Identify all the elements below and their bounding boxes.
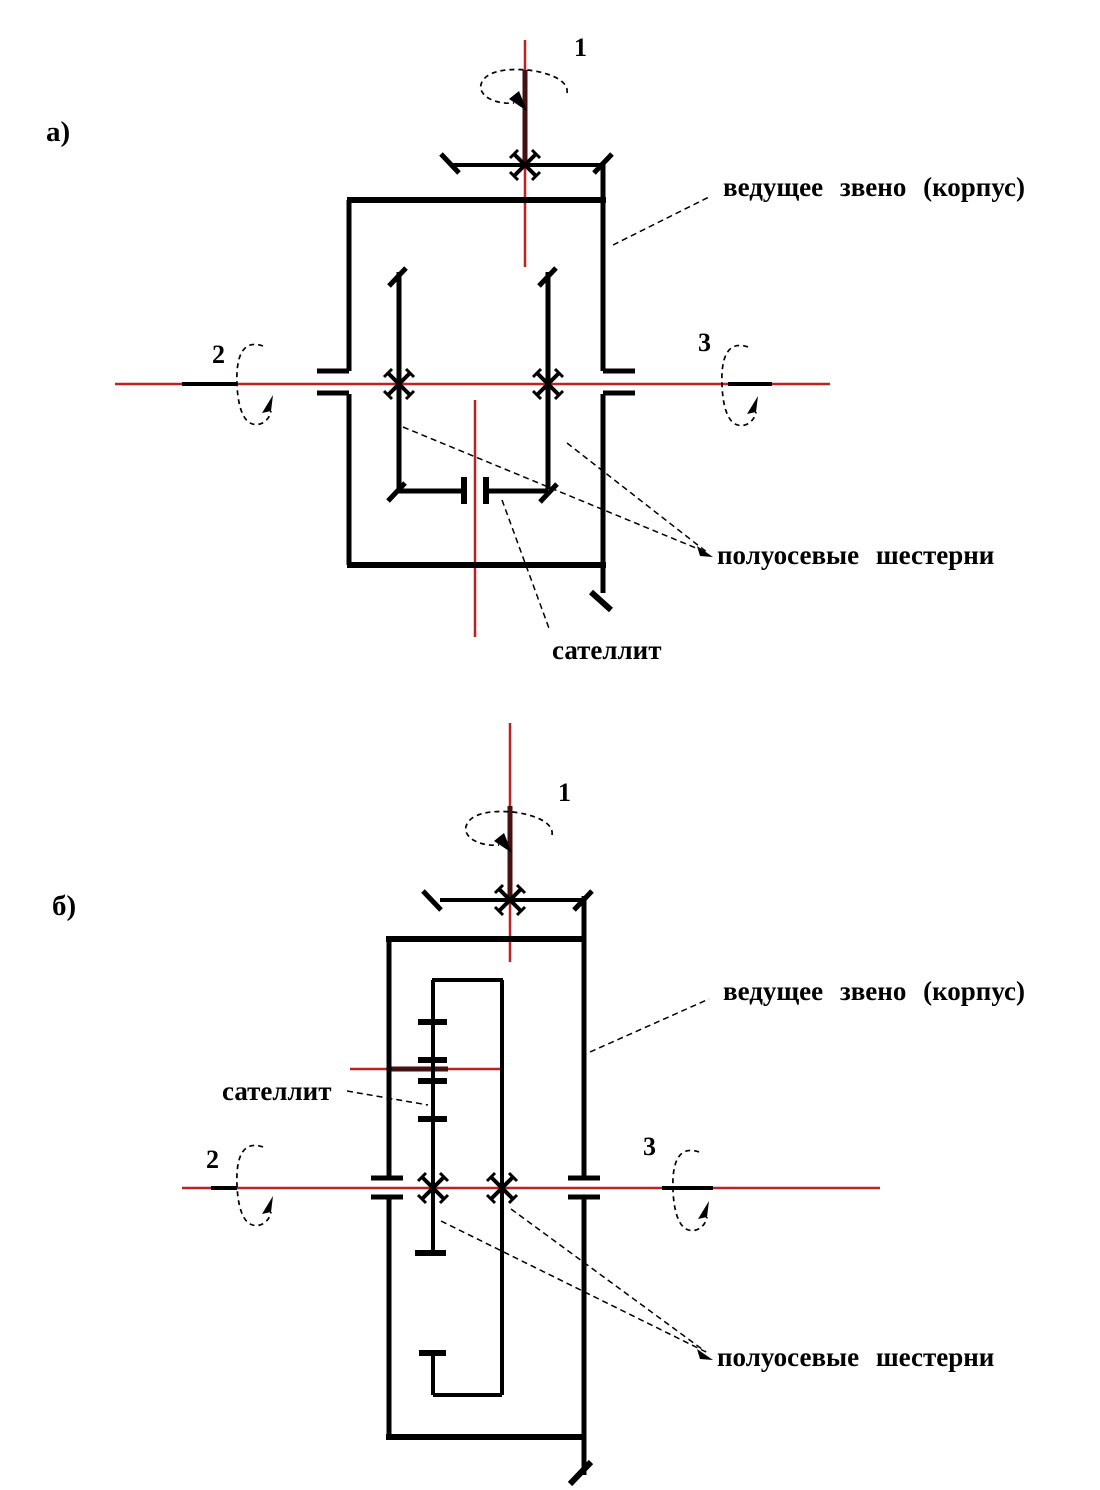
satellite-label-a: сателлит	[552, 635, 661, 665]
half-axle-gears-label-b: полуосевые шестерни	[717, 1342, 994, 1372]
driving-link-label-a: ведущее звено (корпус)	[723, 172, 1025, 202]
bearing-right-a	[603, 368, 635, 396]
satellite-gear-b	[418, 1019, 447, 1122]
panel-a-tag: а)	[46, 116, 70, 148]
satellite-label-b: сателлит	[222, 1076, 331, 1106]
leader-half-axle-gears-b	[440, 1208, 713, 1360]
half-axle-gears-label-a: полуосевые шестерни	[717, 540, 994, 570]
rotation-arrow-shaft2-b	[236, 1144, 273, 1227]
diagram-a-bevel-differential: а) 1 2 3 ведущее звено (корпус) полуосев…	[46, 33, 1025, 665]
half-axle-gear-left-a	[386, 266, 408, 503]
rotation-arrow-shaft1-a	[479, 68, 568, 111]
housing-a	[346, 162, 614, 613]
rotation-arrow-shaft1-b	[464, 810, 553, 853]
bearing-right-b	[568, 1175, 600, 1200]
bearing-left-b	[371, 1175, 403, 1200]
bearing-left-a	[317, 368, 349, 396]
satellite-gear-a	[399, 477, 548, 504]
carrier-frame-b	[431, 978, 504, 1397]
panel-b-tag: б)	[52, 890, 76, 922]
shaft3-number-a: 3	[698, 328, 711, 357]
leader-driving-link-a	[612, 196, 710, 246]
driving-link-label-b: ведущее звено (корпус)	[723, 976, 1025, 1006]
shaft1-number-a: 1	[574, 33, 587, 62]
shaft2-number-a: 2	[212, 340, 225, 369]
shaft2-number-b: 2	[206, 1145, 219, 1174]
leader-satellite-b	[346, 1090, 429, 1106]
shaft1-number-b: 1	[558, 778, 571, 807]
leader-driving-link-b	[589, 998, 710, 1053]
rotation-arrow-shaft3-a	[721, 344, 758, 427]
diagram-b-spur-differential: б) 1 2 3 ведущее звено (корпус) сателлит…	[52, 723, 1025, 1487]
rotation-arrow-shaft3-b	[672, 1149, 709, 1232]
leader-half-axle-gears-a	[402, 426, 713, 557]
leader-satellite-a	[501, 499, 551, 632]
half-axle-gear-right-a	[537, 266, 559, 504]
housing-b	[386, 896, 594, 1487]
shaft3-number-b: 3	[643, 1132, 656, 1161]
rotation-arrow-shaft2-a	[236, 343, 273, 426]
